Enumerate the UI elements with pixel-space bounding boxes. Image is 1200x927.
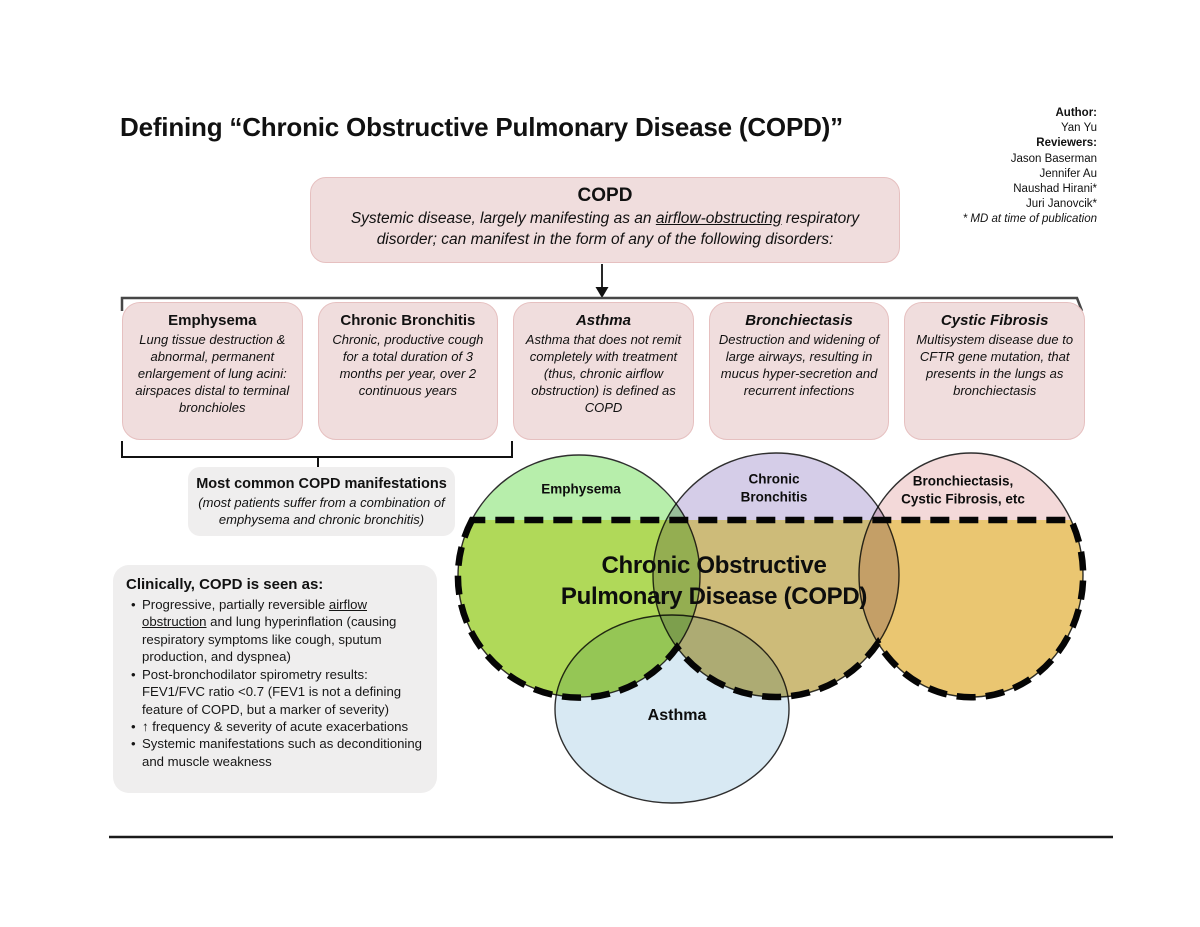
copd-definition-box: COPD Systemic disease, largely manifesti… — [310, 177, 900, 263]
venn-label-line: Cystic Fibrosis, etc — [901, 491, 1025, 506]
disorder-box-bronchiectasis: Bronchiectasis Destruction and widening … — [708, 302, 890, 440]
reviewer-name: Jennifer Au — [1039, 167, 1097, 180]
disorder-description: Lung tissue destruction & abnormal, perm… — [135, 332, 290, 415]
venn-label-emphysema: Emphysema — [541, 481, 621, 497]
copd-box-title: COPD — [577, 185, 633, 206]
clinical-bullet: Post-bronchodilator spirometry results: … — [126, 666, 424, 718]
disorder-description: Asthma that does not remit completely wi… — [525, 332, 682, 415]
clinical-title: Clinically, COPD is seen as: — [126, 576, 324, 593]
most-common-note: Most common COPD manifestations (most pa… — [188, 467, 455, 537]
disorder-title: Cystic Fibrosis — [940, 312, 1049, 329]
bottom-bracket — [121, 441, 513, 467]
disorder-description: Multisystem disease due to CFTR gene mut… — [916, 332, 1074, 398]
venn-label-bronchiectasis-cf: Bronchiectasis, Cystic Fibrosis, etc — [901, 472, 1025, 507]
author-label: Author: — [1055, 107, 1097, 119]
venn-label-copd-center: Chronic Obstructive Pulmonary Disease (C… — [560, 550, 868, 612]
venn-label-asthma: Asthma — [647, 707, 707, 724]
venn-label-chronic-bronchitis: Chronic Bronchitis — [741, 470, 808, 505]
disorder-title: Asthma — [575, 312, 631, 329]
copd-body-pre: Systemic disease, largely manifesting as… — [350, 210, 656, 227]
disorder-description: Destruction and widening of large airway… — [718, 332, 880, 398]
venn-label-line: Chronic — [748, 471, 800, 487]
copd-box-body: Systemic disease, largely manifesting as… — [323, 209, 887, 251]
disorder-title: Emphysema — [168, 312, 257, 329]
bullet-text: ↑ frequency & severity of acute exacerba… — [142, 718, 409, 734]
reviewer-name: Naushad Hirani* — [1013, 182, 1097, 195]
disorder-boxes-row: Emphysema Lung tissue destruction & abno… — [122, 302, 1085, 440]
reviewers-label: Reviewers: — [1036, 137, 1097, 150]
disorder-box-asthma: Asthma Asthma that does not remit comple… — [513, 302, 694, 440]
clinical-bullet: Systemic manifestations such as decondit… — [126, 735, 424, 770]
disorder-title: Chronic Bronchitis — [340, 312, 476, 329]
venn-label-line: Bronchiectasis, — [912, 473, 1014, 489]
disorder-box-chronic-bronchitis: Chronic Bronchitis Chronic, productive c… — [317, 302, 499, 440]
most-common-title: Most common COPD manifestations — [196, 476, 447, 492]
bullet-text: Systemic manifestations such as decondit… — [142, 736, 423, 769]
reviewer-name: Juri Janovcik* — [1026, 198, 1097, 211]
copd-body-post: respiratory disorder; can manifest in th… — [376, 210, 860, 248]
flow-arrow — [595, 264, 609, 298]
disorder-description: Chronic, productive cough for a total du… — [332, 332, 484, 398]
page-title: Defining “Chronic Obstructive Pulmonary … — [120, 112, 843, 142]
bullet-text: Post-bronchodilator spirometry results: … — [142, 666, 402, 717]
reviewer-name: Jason Baserman — [1010, 152, 1097, 165]
copd-dashed-outline — [454, 516, 1087, 701]
venn-label-line: Chronic Obstructive — [601, 551, 827, 579]
author-name: Yan Yu — [1060, 122, 1097, 135]
disorder-box-emphysema: Emphysema Lung tissue destruction & abno… — [122, 302, 303, 440]
bullet-text: and lung hyperinflation (causing respira… — [142, 614, 397, 665]
copd-region-overlay — [458, 520, 1083, 697]
most-common-subtitle: (most patients suffer from a combination… — [198, 495, 445, 527]
clinical-bullet: Progressive, partially reversible airflo… — [126, 596, 424, 666]
credits-footnote: * MD at time of publication — [962, 213, 1097, 226]
disorder-box-cystic-fibrosis: Cystic Fibrosis Multisystem disease due … — [904, 302, 1085, 440]
venn-label-line: Bronchitis — [740, 489, 808, 504]
top-bracket — [120, 296, 1084, 312]
clinical-features-box: Clinically, COPD is seen as: Progressive… — [113, 565, 437, 793]
clinical-bullet: ↑ frequency & severity of acute exacerba… — [126, 718, 424, 736]
bullet-underlined-text: airflow obstruction — [142, 597, 368, 630]
copd-body-underlined: airflow-obstructing — [655, 210, 782, 227]
bullet-text: Progressive, partially reversible — [142, 597, 329, 612]
credits-block: Author: Yan Yu Reviewers: Jason Baserman… — [937, 106, 1097, 227]
venn-label-line: Pulmonary Disease (COPD) — [560, 583, 868, 610]
disorder-title: Bronchiectasis — [745, 312, 853, 329]
